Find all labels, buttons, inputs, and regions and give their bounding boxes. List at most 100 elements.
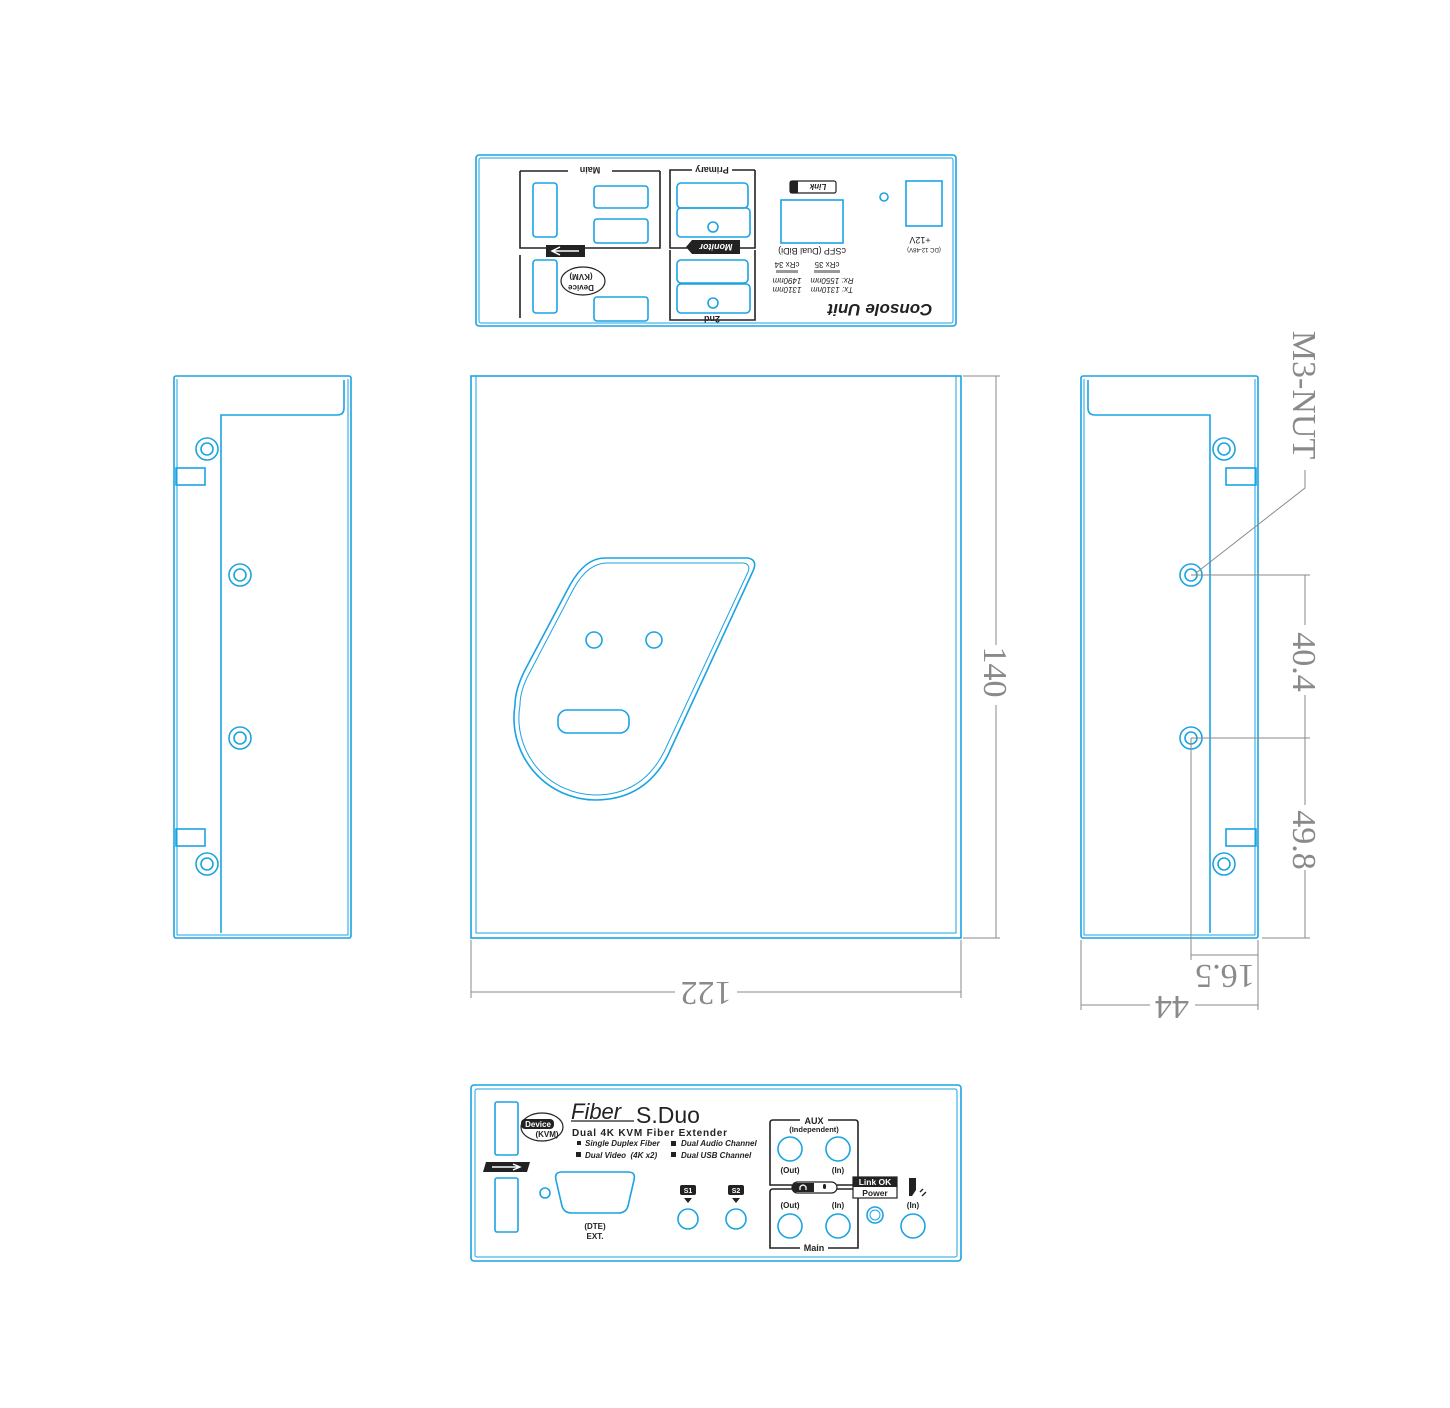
eye-hole xyxy=(645,631,663,649)
usb-port xyxy=(494,1177,519,1233)
primary-label: Primary xyxy=(695,165,729,175)
link-label: Link xyxy=(809,182,826,191)
brand-fiber: Fiber xyxy=(571,1099,623,1124)
power-label: +12V xyxy=(909,235,930,245)
s1-button[interactable] xyxy=(677,1208,699,1230)
device-label: Device xyxy=(568,283,594,292)
dte-label: (DTE) xyxy=(584,1222,606,1231)
eye-hole xyxy=(585,631,603,649)
second-frame xyxy=(669,250,756,321)
screw-hole xyxy=(1212,852,1236,876)
out-label: (Out) xyxy=(780,1201,799,1210)
aux-audio-out-jack xyxy=(777,1136,803,1162)
hdmi-port xyxy=(676,182,749,209)
console-unit-title: Console Unit xyxy=(826,300,932,319)
monitor-badge xyxy=(686,240,740,254)
main-usb-frame xyxy=(519,170,661,249)
usb-port xyxy=(593,296,649,322)
sfp-label: cSFP (Dual BiDi) xyxy=(778,246,846,256)
tx-b-label: 1310nm xyxy=(772,285,801,294)
power-jack xyxy=(905,180,943,227)
usb-port xyxy=(593,185,649,209)
feature-item: Single Duplex Fiber xyxy=(585,1139,661,1148)
rear-panel-view: Main Device (KVM) Primary 2nd Monitor xyxy=(475,154,957,327)
screw-edge-dimension: 49.8 xyxy=(1285,810,1322,870)
in-label: (In) xyxy=(832,1201,845,1210)
primary-frame xyxy=(669,169,756,249)
depth-dimension: 44 xyxy=(1155,988,1189,1025)
main-audio-frame xyxy=(769,1188,859,1249)
second-label: 2nd xyxy=(704,314,720,324)
s1-label: S1 xyxy=(684,1188,693,1195)
usb-port xyxy=(532,259,558,314)
s2-label: S2 xyxy=(732,1188,741,1195)
crx34-label: cRx 34 xyxy=(774,260,799,269)
width-dimension: 122 xyxy=(681,974,732,1011)
screw-hole xyxy=(1212,437,1236,461)
ext-label: EXT. xyxy=(587,1232,604,1241)
db9-port xyxy=(554,1171,636,1214)
s1-badge xyxy=(680,1185,696,1195)
product-subtitle: Dual 4K KVM Fiber Extender xyxy=(572,1128,728,1139)
screw-spacing-dimension: 40.4 xyxy=(1285,632,1322,692)
device-label: Device xyxy=(525,1120,551,1129)
clip xyxy=(175,828,206,847)
clip xyxy=(1225,467,1257,486)
clip xyxy=(175,467,206,486)
aux-audio-in-jack xyxy=(825,1136,851,1162)
status-led xyxy=(866,1206,884,1224)
independent-label: (Independent) xyxy=(789,1125,839,1134)
dimensions: 140 122 44 16.5 40.4 49.8 M3-NUT xyxy=(470,331,1322,1025)
aux-label: AUX xyxy=(804,1116,823,1126)
main-audio-in-jack xyxy=(825,1213,851,1239)
usb-port xyxy=(494,1101,519,1156)
hdmi-port xyxy=(676,259,749,284)
device-kvm-badge xyxy=(520,1112,564,1142)
rx-a-label: Rx: 1550nm xyxy=(810,276,853,285)
screw-hole xyxy=(228,563,252,587)
main-label: Main xyxy=(804,1243,825,1253)
clip xyxy=(1225,828,1257,847)
hdmi-port xyxy=(676,207,751,238)
led-indicator xyxy=(879,192,889,202)
monitor-label: Monitor xyxy=(699,242,732,252)
power-label: Power xyxy=(862,1188,888,1198)
brand-model: S.Duo xyxy=(636,1102,700,1128)
kvm-label: (KVM) xyxy=(535,1130,558,1139)
main-label: Main xyxy=(580,165,601,175)
usb-port xyxy=(593,218,649,244)
rx-b-label: 1490nm xyxy=(772,276,801,285)
s2-badge xyxy=(728,1185,744,1195)
in-label: (In) xyxy=(832,1166,845,1175)
microphone-icon xyxy=(909,1178,916,1196)
feature-item: Dual Video (4K x2) xyxy=(585,1151,658,1160)
hdmi-port xyxy=(676,283,751,314)
nut-callout: M3-NUT xyxy=(1285,331,1322,460)
mic-in-jack xyxy=(900,1213,926,1239)
main-audio-out-jack xyxy=(777,1213,803,1239)
left-side-view xyxy=(173,375,352,939)
rear-panel-outline xyxy=(475,154,957,327)
crx35-label: cRx 35 xyxy=(814,260,839,269)
s2-button[interactable] xyxy=(725,1208,747,1230)
logo-outline xyxy=(513,557,756,801)
power-range: (DC 12-48V) xyxy=(907,246,941,252)
height-dimension: 140 xyxy=(976,647,1013,698)
out-label: (Out) xyxy=(780,1166,799,1175)
screw-hole xyxy=(228,726,252,750)
screw-hole xyxy=(195,437,219,461)
led-indicator xyxy=(539,1187,551,1199)
right-side-view xyxy=(1080,375,1259,939)
screw-offset-dimension: 16.5 xyxy=(1195,957,1255,994)
tx-a-label: Tx: 1310nm xyxy=(811,285,854,294)
screw-hole xyxy=(195,852,219,876)
top-view xyxy=(470,375,962,939)
usb-port xyxy=(532,182,558,238)
aux-frame xyxy=(769,1119,859,1186)
link-ok-label: Link OK xyxy=(859,1177,892,1187)
feature-item: Dual USB Channel xyxy=(681,1151,752,1160)
kvm-label: (KVM) xyxy=(569,272,592,281)
in-label: (In) xyxy=(907,1201,920,1210)
feature-item: Dual Audio Channel xyxy=(681,1139,757,1148)
